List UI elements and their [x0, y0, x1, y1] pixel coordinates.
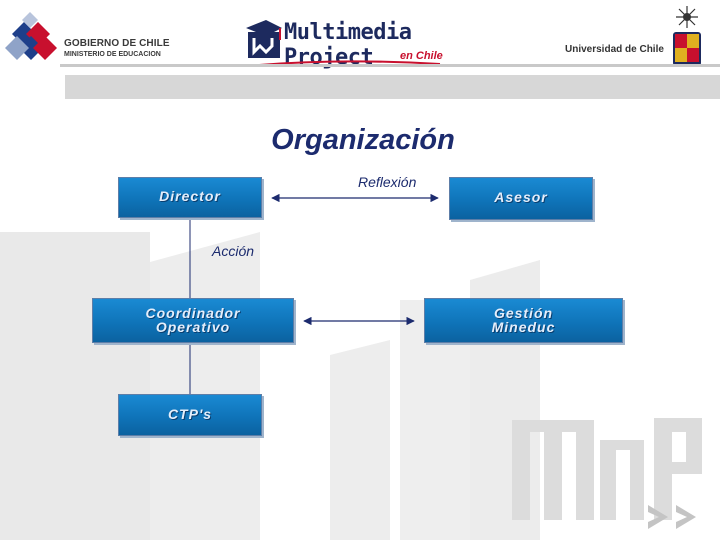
asesor-box: Asesor	[449, 177, 593, 220]
mmp-title: Multimedia Project	[284, 20, 412, 70]
universidad-label: Universidad de Chile	[565, 44, 664, 55]
ctp-box: CTP's	[118, 394, 262, 436]
gestion-label: Gestión Mineduc	[491, 305, 556, 335]
director-box: Director	[118, 177, 262, 218]
coordinador-label: Coordinador Operativo	[145, 305, 241, 335]
slide-title: Organización	[271, 124, 455, 156]
gobierno-logo: GOBIERNO DE CHILE MINISTERIO DE EDUCACIO…	[2, 12, 172, 66]
accion-label: Acción	[212, 243, 255, 259]
header-divider	[60, 64, 720, 67]
mortarboard-icon	[246, 20, 282, 58]
director-label: Director	[159, 188, 221, 204]
reflexion-label: Reflexión	[358, 174, 417, 190]
ctp-label: CTP's	[167, 406, 213, 422]
gobierno-emblem-icon	[5, 12, 57, 60]
mmp-subtitle: en Chile	[400, 50, 443, 62]
coordinador-box: Coordinador Operativo	[92, 298, 294, 343]
gobierno-line1: GOBIERNO DE CHILE	[64, 38, 170, 49]
gobierno-line2: MINISTERIO DE EDUCACION	[64, 51, 161, 58]
multimedia-project-logo: Multimedia Project en Chile	[240, 14, 450, 70]
asesor-label: Asesor	[494, 189, 548, 205]
universidad-crest-icon	[673, 6, 701, 66]
gestion-box: Gestión Mineduc	[424, 298, 623, 343]
mmp-watermark-logo	[512, 418, 702, 520]
slide-header: GOBIERNO DE CHILE MINISTERIO DE EDUCACIO…	[0, 0, 720, 72]
header-band	[65, 75, 720, 99]
